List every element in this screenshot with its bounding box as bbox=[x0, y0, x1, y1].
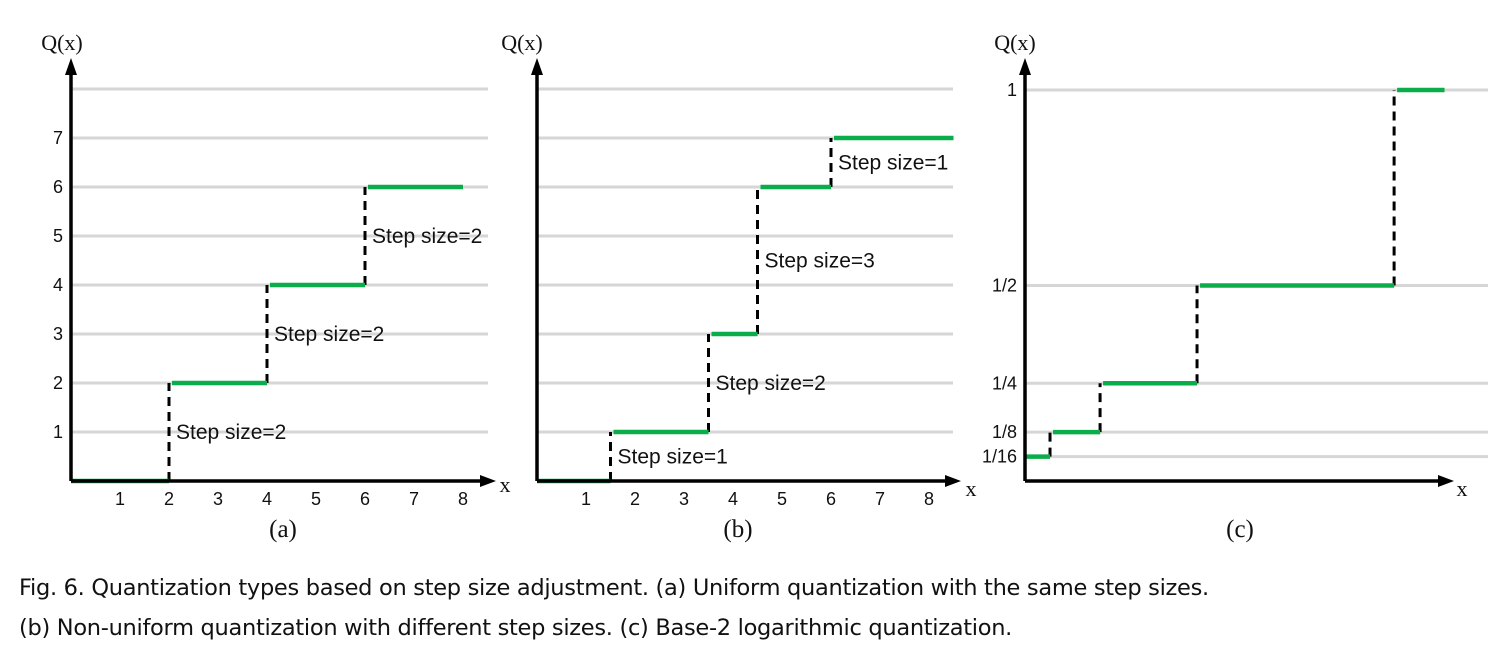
x-axis-label: x bbox=[1457, 476, 1468, 501]
y-tick-label: 7 bbox=[53, 128, 63, 148]
x-tick-label: 2 bbox=[164, 489, 174, 509]
x-tick-label: 4 bbox=[728, 489, 738, 509]
y-tick-label: 1/2 bbox=[992, 276, 1017, 296]
x-tick-label: 1 bbox=[581, 489, 591, 509]
x-tick-label: 2 bbox=[630, 489, 640, 509]
y-tick-label: 4 bbox=[53, 275, 63, 295]
x-tick-label: 3 bbox=[213, 489, 223, 509]
x-tick-label: 6 bbox=[826, 489, 836, 509]
y-tick-label: 1 bbox=[53, 422, 63, 442]
y-axis-label: Q(x) bbox=[501, 30, 543, 55]
step-size-label: Step size=2 bbox=[274, 323, 384, 346]
x-tick-label: 5 bbox=[311, 489, 321, 509]
step-size-label: Step size=2 bbox=[716, 372, 826, 395]
y-tick-label: 2 bbox=[53, 373, 63, 393]
x-tick-label: 3 bbox=[679, 489, 689, 509]
step-size-label: Step size=3 bbox=[765, 250, 875, 273]
y-tick-label: 1/16 bbox=[982, 447, 1017, 467]
y-tick-label: 5 bbox=[53, 226, 63, 246]
x-tick-label: 4 bbox=[262, 489, 272, 509]
x-axis-label: x bbox=[966, 476, 977, 501]
panel-subtitle: (b) bbox=[723, 516, 752, 543]
x-tick-label: 5 bbox=[777, 489, 787, 509]
y-axis-arrow-icon bbox=[1019, 58, 1031, 75]
x-tick-label: 8 bbox=[924, 489, 934, 509]
y-tick-label: 1/8 bbox=[992, 422, 1017, 442]
x-tick-label: 8 bbox=[458, 489, 468, 509]
caption-line-1: Fig. 6. Quantization types based on step… bbox=[19, 575, 1209, 601]
x-tick-label: 6 bbox=[360, 489, 370, 509]
y-axis-arrow-icon bbox=[531, 58, 543, 75]
step-size-label: Step size=1 bbox=[618, 446, 728, 469]
x-axis-label: x bbox=[500, 472, 511, 497]
panel-subtitle: (a) bbox=[269, 516, 297, 543]
y-axis-label: Q(x) bbox=[994, 30, 1036, 55]
panel-subtitle: (c) bbox=[1226, 516, 1254, 543]
y-tick-label: 1 bbox=[1007, 80, 1017, 100]
y-tick-label: 6 bbox=[53, 177, 63, 197]
x-axis-arrow-icon bbox=[480, 475, 496, 487]
caption-line-2: (b) Non-uniform quantization with differ… bbox=[19, 615, 1013, 641]
x-axis-arrow-icon bbox=[1438, 475, 1454, 487]
step-size-label: Step size=2 bbox=[176, 421, 286, 444]
chart-panel-c: Q(x) x (c) 1/16 1/8 1/4 1/2 1 bbox=[982, 30, 1488, 543]
y-tick-label: 1/4 bbox=[992, 373, 1017, 393]
y-tick-label: 3 bbox=[53, 324, 63, 344]
x-tick-label: 7 bbox=[875, 489, 885, 509]
step-size-label: Step size=1 bbox=[838, 152, 948, 175]
step-size-label: Step size=2 bbox=[372, 225, 482, 248]
x-axis-arrow-icon bbox=[945, 475, 961, 487]
y-axis-arrow-icon bbox=[65, 58, 77, 75]
x-tick-label: 1 bbox=[115, 489, 125, 509]
y-axis-label: Q(x) bbox=[41, 30, 83, 55]
x-tick-label: 7 bbox=[409, 489, 419, 509]
